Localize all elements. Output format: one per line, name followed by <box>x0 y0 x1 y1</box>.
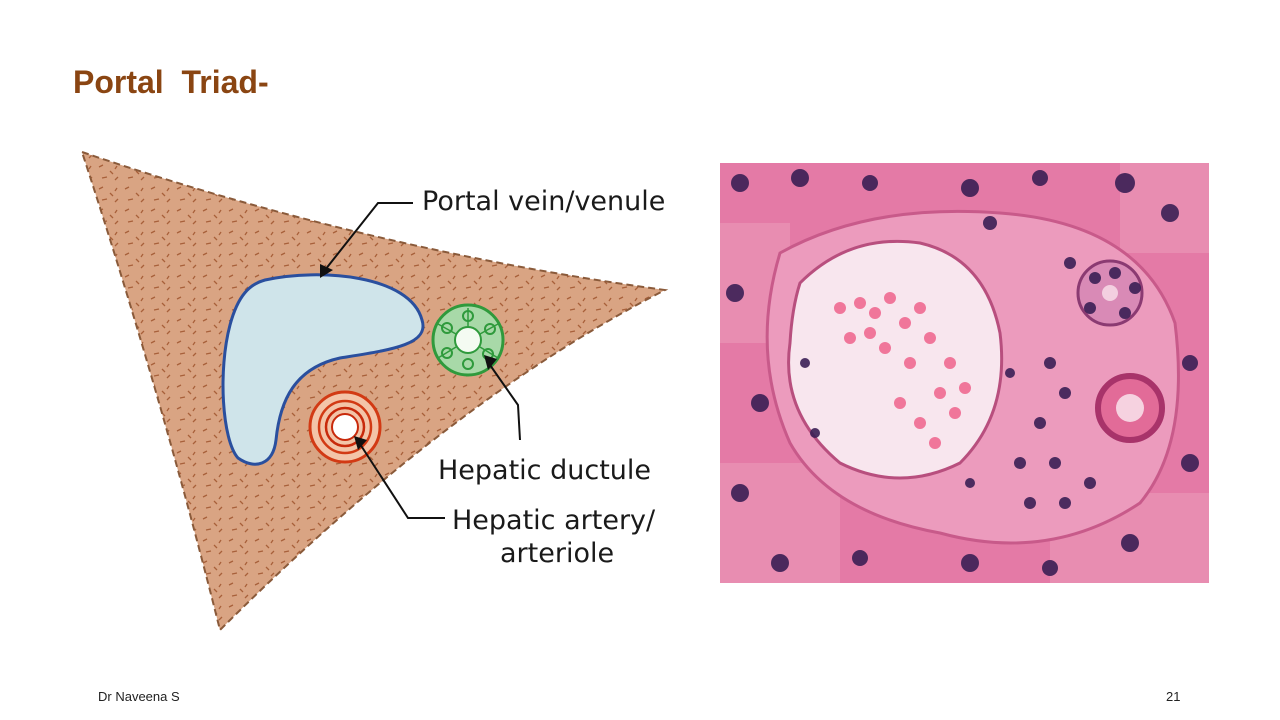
label-hepatic-ductule: Hepatic ductule <box>438 455 651 486</box>
portal-triad-diagram: Portal vein/venule Hepatic ductule Hepat… <box>70 140 690 640</box>
author-footer: Dr Naveena S <box>98 689 180 704</box>
page-number: 21 <box>1166 689 1181 704</box>
slide-title: Portal Triad- <box>73 64 269 100</box>
histology-micrograph <box>720 163 1209 583</box>
nuclei <box>726 169 1199 576</box>
hepatic-artery-shape <box>308 390 382 464</box>
label-portal-vein: Portal vein/venule <box>422 186 665 217</box>
portal-vein-shape <box>221 273 425 466</box>
label-hepatic-artery-line2: arteriole <box>500 538 614 569</box>
connective-tissue-triangle <box>80 150 669 632</box>
portal-vein-lumen <box>787 239 1004 480</box>
label-hepatic-artery-line1: Hepatic artery/ <box>452 505 656 536</box>
arteriole-cross-section <box>1095 373 1165 443</box>
